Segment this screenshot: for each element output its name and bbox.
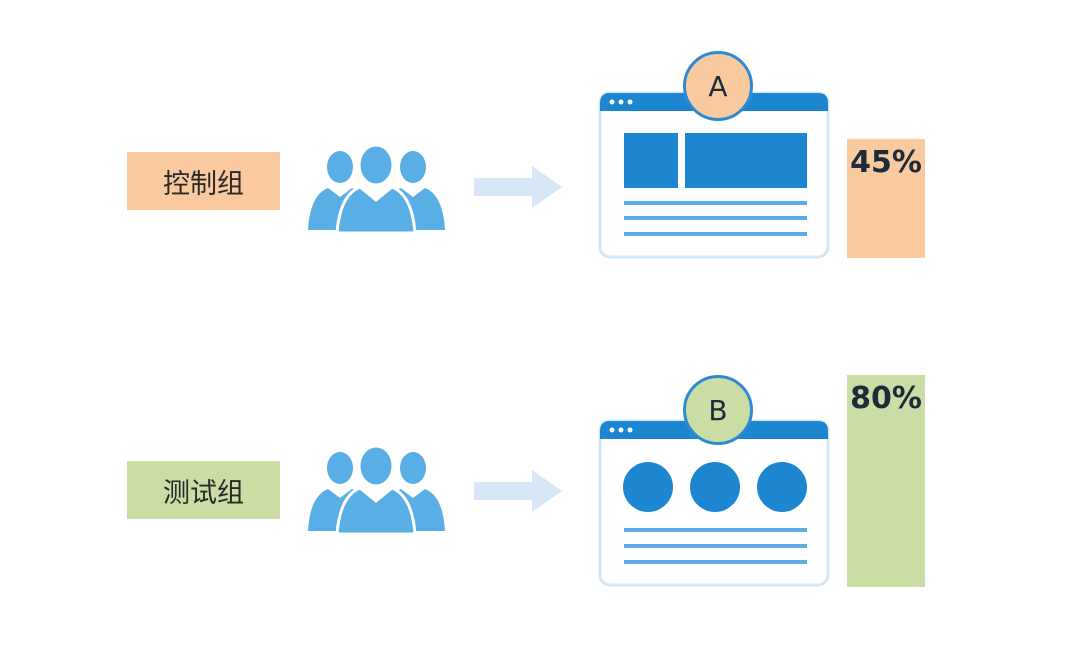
- arrow-right-icon: [474, 470, 562, 512]
- people-group-icon: [308, 145, 445, 235]
- people-group-icon: [308, 446, 445, 536]
- control-group-row: 控制组 A 45%: [127, 51, 925, 259]
- arrow-right-icon: [474, 166, 562, 208]
- variant-badge-b: B: [683, 375, 753, 445]
- result-value-test: 80%: [850, 381, 922, 416]
- variant-badge-a: A: [683, 51, 753, 121]
- control-group-label: 控制组: [127, 152, 280, 210]
- result-bar-test: 80%: [847, 375, 925, 587]
- test-group-label: 测试组: [127, 461, 280, 519]
- result-bar-control: 45%: [847, 139, 925, 258]
- result-value-control: 45%: [850, 145, 922, 180]
- browser-window-a: [598, 91, 830, 259]
- browser-window-b: [598, 419, 830, 587]
